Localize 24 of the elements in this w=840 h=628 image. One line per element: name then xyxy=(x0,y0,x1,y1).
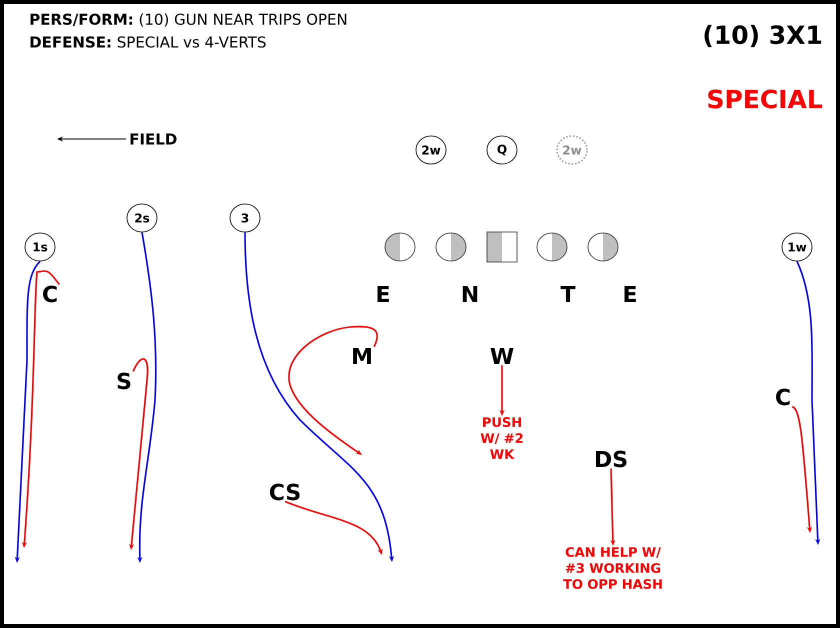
defender-letter: C xyxy=(43,286,57,302)
defender-letter: E xyxy=(624,286,636,302)
call-label: SPECIAL xyxy=(708,90,822,108)
formation-label: (10) 3X1 xyxy=(704,24,822,48)
defender-letter: DS xyxy=(596,450,626,468)
header-text: PERS/FORM: (10) GUN NEAR TRIPS OPEN xyxy=(30,13,346,27)
lineman-circle xyxy=(536,232,568,262)
lineman-circle xyxy=(384,232,416,262)
defender-letter: S xyxy=(118,372,130,390)
lineman-circle xyxy=(436,232,466,262)
defender-letter: E xyxy=(378,286,389,302)
defender-letter: N xyxy=(462,286,478,302)
field-label: FIELD xyxy=(130,134,176,144)
defender-letter: M xyxy=(353,348,371,364)
coaching-note: PUSH W/ #2 WK xyxy=(480,417,523,459)
lineman-circle xyxy=(588,232,618,262)
defender-letter: T xyxy=(560,286,576,302)
header-text: DEFENSE: SPECIAL vs 4-VERTS xyxy=(30,36,266,48)
route-arrow xyxy=(288,326,378,455)
coaching-note: CAN HELP W/ #3 WORKING TO OPP HASH xyxy=(563,547,662,589)
defender-letter: CS xyxy=(270,484,300,500)
lineman-box xyxy=(486,232,518,262)
defender-letter: C xyxy=(776,388,790,406)
defender-letter: W xyxy=(490,348,514,364)
